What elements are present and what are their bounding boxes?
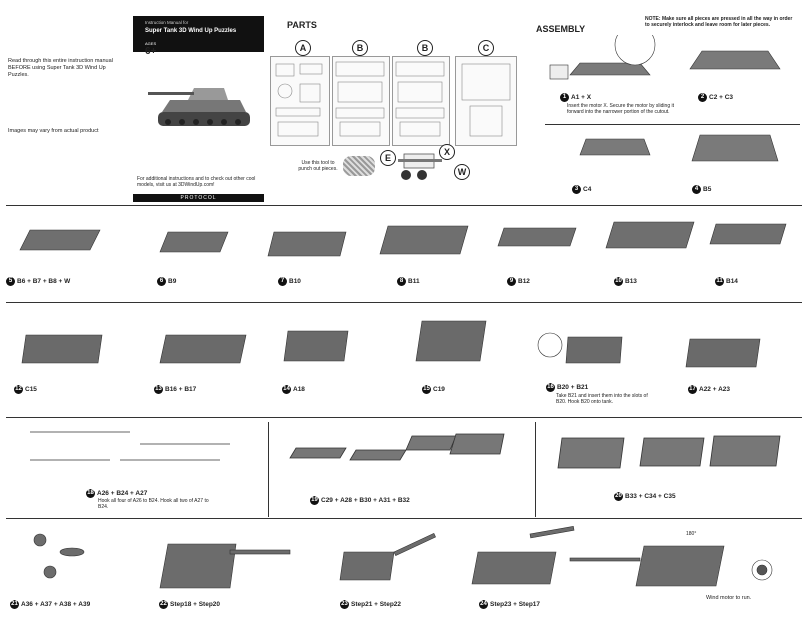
assembly-heading: ASSEMBLY — [536, 24, 586, 34]
motor-illustration — [398, 153, 442, 180]
parts-sheet-c — [455, 56, 517, 146]
divider-row-2 — [6, 205, 802, 206]
row-3-illustrations — [21, 320, 761, 368]
cover-tank-illustration — [148, 88, 250, 126]
divider-col-18 — [268, 422, 269, 517]
assembly-note: NOTE: Make sure all pieces are pressed i… — [645, 16, 793, 28]
read-first-note: Read through this entire instruction man… — [8, 58, 113, 78]
divider-row-5 — [6, 518, 802, 519]
manual-label: Instruction Manual for — [145, 20, 189, 25]
steps-1-4-illustrations — [549, 35, 781, 162]
step-18-note: Hook all four of A26 to B24. Hook all tw… — [98, 498, 209, 510]
extra-label-e: E — [380, 150, 396, 166]
row-2-illustrations — [19, 221, 787, 257]
parts-sheet-outlines — [275, 61, 511, 137]
parts-sheet-b1 — [332, 56, 390, 146]
cover-header: Instruction Manual for Super Tank 3D Win… — [133, 16, 264, 52]
sheet-label-a: A — [295, 40, 311, 56]
age-badge: 6+ — [145, 46, 157, 57]
disclaimer: Images may vary from actual product — [8, 128, 99, 134]
sheet-label-b2: B — [417, 40, 433, 56]
extra-label-x: X — [439, 144, 455, 160]
tool-note: Use this tool to punch out pieces. — [298, 160, 338, 172]
divider-col-19 — [535, 422, 536, 517]
final-angle-label: 180° — [686, 531, 697, 537]
step-16-note: Take B21 and insert them into the slots … — [556, 393, 648, 405]
brand-bar: PROTOCOL — [133, 194, 264, 202]
row-5-illustrations — [33, 526, 773, 589]
divider-row-3 — [6, 302, 802, 303]
step-1-note: Insert the motor X. Secure the motor by … — [567, 103, 674, 115]
sheet-label-c: C — [478, 40, 494, 56]
parts-sheet-b2 — [392, 56, 450, 146]
cover-title: Super Tank 3D Wind Up Puzzles — [145, 28, 237, 34]
row-4-illustrations — [30, 431, 781, 469]
extra-label-w: W — [454, 164, 470, 180]
ages-label: AGES — [145, 41, 157, 46]
parts-heading: PARTS — [287, 20, 317, 30]
divider-asm — [545, 124, 800, 125]
sheet-label-b1: B — [352, 40, 368, 56]
final-caption: Wind motor to run. — [706, 595, 752, 601]
punch-tool — [343, 156, 375, 176]
divider-row-4 — [6, 417, 802, 418]
more-info-text: For additional instructions and to check… — [137, 176, 256, 188]
